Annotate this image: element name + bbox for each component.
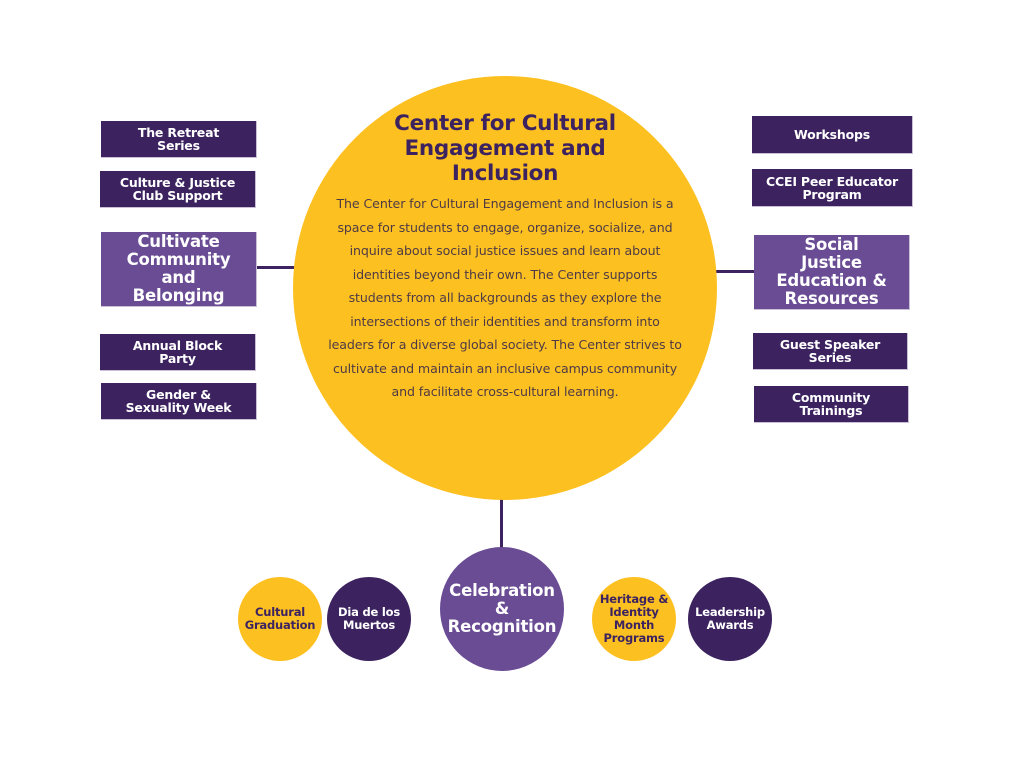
item-workshops: Workshops bbox=[752, 116, 913, 154]
branch-celebration-recognition: Celebration & Recognition bbox=[440, 547, 564, 671]
branch-title: Cultivate Community and Belonging bbox=[126, 232, 231, 305]
connector-bottom bbox=[500, 498, 503, 550]
item-culture-justice-club-support: Culture & Justice Club Support bbox=[100, 171, 256, 208]
item-label: Dia de los Muertos bbox=[338, 605, 400, 632]
item-dia-de-los-muertos: Dia de los Muertos bbox=[327, 577, 411, 661]
item-label: Guest Speaker Series bbox=[779, 337, 881, 365]
item-guest-speaker-series: Guest Speaker Series bbox=[753, 333, 908, 370]
connector-left bbox=[256, 266, 296, 269]
item-label: Heritage & Identity Month Programs bbox=[599, 592, 669, 645]
item-label: Leadership Awards bbox=[695, 605, 765, 632]
item-heritage-identity-month-programs: Heritage & Identity Month Programs bbox=[592, 577, 676, 661]
item-ccei-peer-educator-program: CCEI Peer Educator Program bbox=[752, 169, 913, 207]
item-cultural-graduation: Cultural Graduation bbox=[238, 577, 322, 661]
item-leadership-awards: Leadership Awards bbox=[688, 577, 772, 661]
item-label: Workshops bbox=[794, 127, 870, 142]
branch-social-justice-education: Social Justice Education & Resources bbox=[754, 235, 910, 310]
item-label: Annual Block Party bbox=[132, 338, 223, 366]
center-circle bbox=[293, 76, 717, 500]
item-retreat-series: The Retreat Series bbox=[101, 121, 257, 158]
item-community-trainings: Community Trainings bbox=[754, 386, 909, 423]
branch-cultivate-community: Cultivate Community and Belonging bbox=[101, 232, 257, 307]
connector-right bbox=[714, 270, 756, 273]
item-label: Cultural Graduation bbox=[244, 605, 316, 632]
item-label: CCEI Peer Educator Program bbox=[766, 173, 898, 202]
branch-title: Social Justice Education & Resources bbox=[776, 235, 887, 308]
item-annual-block-party: Annual Block Party bbox=[100, 334, 256, 371]
item-label: Gender & Sexuality Week bbox=[125, 387, 232, 415]
center-title: Center for Cultural Engagement and Inclu… bbox=[394, 111, 616, 186]
item-label: The Retreat Series bbox=[137, 125, 220, 153]
branch-title: Celebration & Recognition bbox=[447, 581, 557, 636]
item-label: Culture & Justice Club Support bbox=[119, 175, 236, 203]
center-description: The Center for Cultural Engagement and I… bbox=[328, 196, 682, 399]
item-label: Community Trainings bbox=[791, 390, 871, 418]
item-gender-sexuality-week: Gender & Sexuality Week bbox=[101, 383, 257, 420]
